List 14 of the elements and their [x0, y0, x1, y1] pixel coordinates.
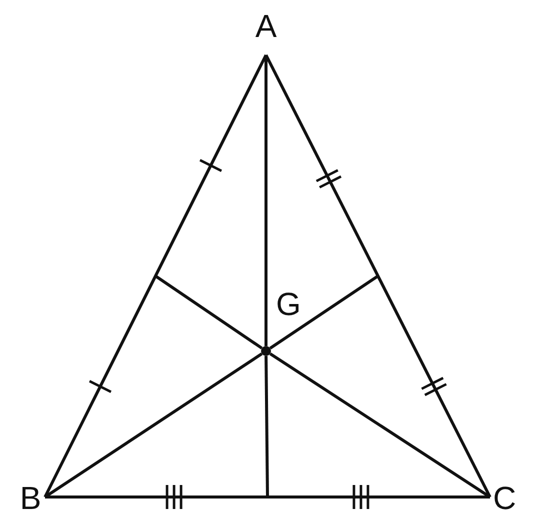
line-segment [44, 54, 268, 498]
line-segment [264, 54, 492, 498]
vertex-label: B [16, 480, 45, 516]
point-label: G [276, 288, 301, 320]
vertex-label: A [250, 10, 282, 55]
line-segment [154, 274, 263, 350]
line-segment [269, 352, 491, 498]
centroid-point [261, 346, 271, 356]
vertex-label: C [490, 480, 519, 516]
line-segment [264, 55, 268, 346]
line-segment [264, 356, 269, 498]
line-segment [44, 352, 263, 498]
line-segment [269, 274, 379, 350]
line-segment [45, 496, 490, 498]
